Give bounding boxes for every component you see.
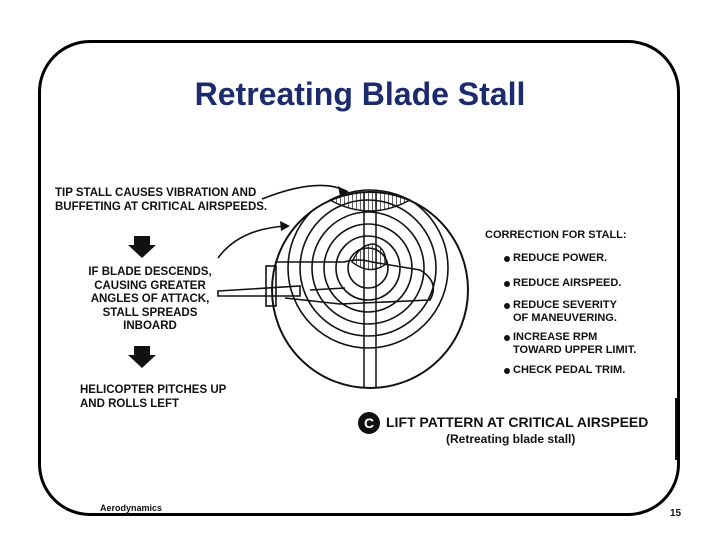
correction-item: REDUCE POWER. — [513, 252, 608, 264]
bullet-icon — [504, 335, 510, 341]
descend-line: IF BLADE DESCENDS, — [88, 266, 212, 278]
bullet-icon — [504, 256, 510, 262]
bullet-icon — [504, 368, 510, 374]
descend-line: CAUSING GREATER — [94, 279, 206, 292]
descend-line: ANGLES OF ATTACK, — [90, 293, 210, 305]
bullet-icon — [504, 281, 510, 287]
pitch-line-2: AND ROLLS LEFT — [80, 398, 180, 410]
correction-item: REDUCE SEVERITY OF MANEUVERING. — [513, 299, 617, 324]
bullet-icon — [504, 303, 510, 309]
helicopter-outline — [217, 259, 435, 307]
page-title: Retreating Blade Stall — [194, 76, 526, 112]
down-arrow-icon — [128, 236, 156, 258]
rotor-disc — [271, 191, 469, 389]
slide-frame — [38, 40, 680, 516]
down-arrow-icon — [128, 346, 156, 368]
descend-text: IF BLADE DESCENDS, CAUSING GREATER ANGLE… — [70, 266, 230, 334]
tip-stall-region — [328, 189, 412, 212]
correction-item: REDUCE AIRSPEED. — [513, 277, 622, 289]
page-number: 15 — [670, 508, 682, 519]
descend-line: STALL SPREADS — [102, 306, 198, 319]
correction-item: INCREASE RPM TOWARD UPPER LIMIT. — [513, 331, 637, 356]
correction-heading: CORRECTION FOR STALL: — [485, 229, 627, 241]
pitch-line-1: HELICOPTER PITCHES UP — [80, 384, 227, 396]
caption-subtitle: (Retreating blade stall) — [446, 432, 576, 446]
tip-stall-line-1: TIP STALL CAUSES VIBRATION AND — [55, 187, 257, 199]
descend-line: INBOARD — [123, 320, 177, 332]
caption-title: LIFT PATTERN AT CRITICAL AIRSPEED — [386, 414, 649, 430]
correction-item: CHECK PEDAL TRIM. — [513, 364, 626, 376]
footer-section-label: Aerodynamics — [100, 503, 163, 513]
tip-stall-line-2: BUFFETING AT CRITICAL AIRSPEEDS. — [55, 201, 268, 213]
figure-letter-badge: C — [358, 412, 380, 434]
inboard-stall-region — [351, 243, 387, 271]
